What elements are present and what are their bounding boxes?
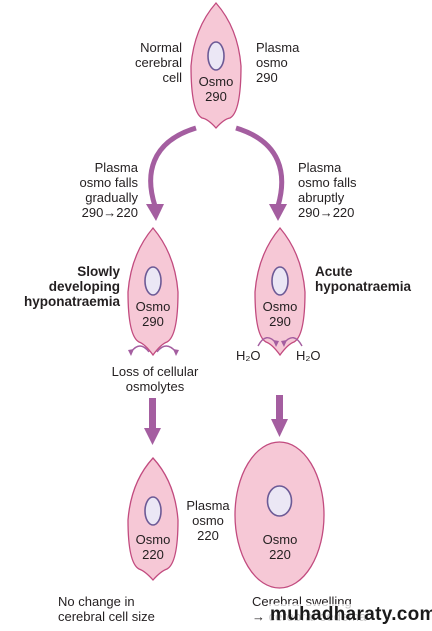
normal-cell bbox=[190, 2, 242, 129]
water-influx-arrowhead-left bbox=[273, 340, 279, 347]
abrupt-fall-text: Plasma osmo falls abruptly 290→220 bbox=[298, 160, 357, 220]
left-down-arrow-shaft bbox=[149, 398, 156, 430]
normal-cell-nucleus bbox=[207, 41, 225, 71]
right-curved-arrowhead bbox=[269, 204, 287, 221]
adapted-cell bbox=[127, 457, 179, 581]
no-change-text: No change in cerebral cell size bbox=[58, 594, 155, 624]
swollen-cell-osmo: Osmo 220 bbox=[262, 532, 298, 562]
right-down-arrow-shaft bbox=[276, 395, 283, 421]
acute-cell bbox=[254, 226, 306, 357]
osmolyte-loss-arrowhead-right bbox=[173, 349, 179, 356]
watermark: muhadharaty.com bbox=[268, 604, 432, 626]
left-down-arrowhead bbox=[144, 428, 161, 445]
acute-cell-osmo: Osmo 290 bbox=[262, 299, 298, 329]
right-curved-arrow bbox=[235, 125, 285, 207]
normal-cell-osmo: Osmo 290 bbox=[198, 74, 234, 104]
normal-cell-label: Normal cerebral cell bbox=[135, 40, 182, 85]
acute-cell-nucleus bbox=[271, 266, 289, 296]
water-influx-arrowhead-right bbox=[281, 340, 287, 347]
slow-cell-osmo: Osmo 290 bbox=[135, 299, 171, 329]
adapted-cell-nucleus bbox=[144, 496, 162, 526]
osmolyte-loss-arrowhead-left bbox=[128, 349, 134, 356]
swollen-cell bbox=[234, 441, 325, 589]
plasma-osmo-top: Plasma osmo 290 bbox=[256, 40, 300, 85]
water-label-left: H₂O bbox=[236, 348, 261, 363]
water-label-right: H₂O bbox=[296, 348, 321, 363]
swollen-cell-nucleus bbox=[266, 485, 293, 517]
adapted-cell-osmo: Osmo 220 bbox=[135, 532, 171, 562]
slow-cell-nucleus bbox=[144, 266, 162, 296]
osmolyte-loss-text: Loss of cellular osmolytes bbox=[111, 364, 199, 394]
gradual-fall-text: Plasma osmo falls gradually 290→220 bbox=[79, 160, 138, 220]
slow-cell bbox=[127, 226, 179, 357]
acute-hyponatraemia-title: Acute hyponatraemia bbox=[315, 264, 412, 294]
plasma-osmo-bottom: Plasma osmo 220 bbox=[186, 498, 230, 543]
left-curved-arrow bbox=[148, 125, 197, 207]
slow-hyponatraemia-title: Slowly developing hyponatraemia bbox=[23, 264, 120, 309]
right-down-arrowhead bbox=[271, 419, 288, 437]
left-curved-arrowhead bbox=[146, 204, 164, 221]
